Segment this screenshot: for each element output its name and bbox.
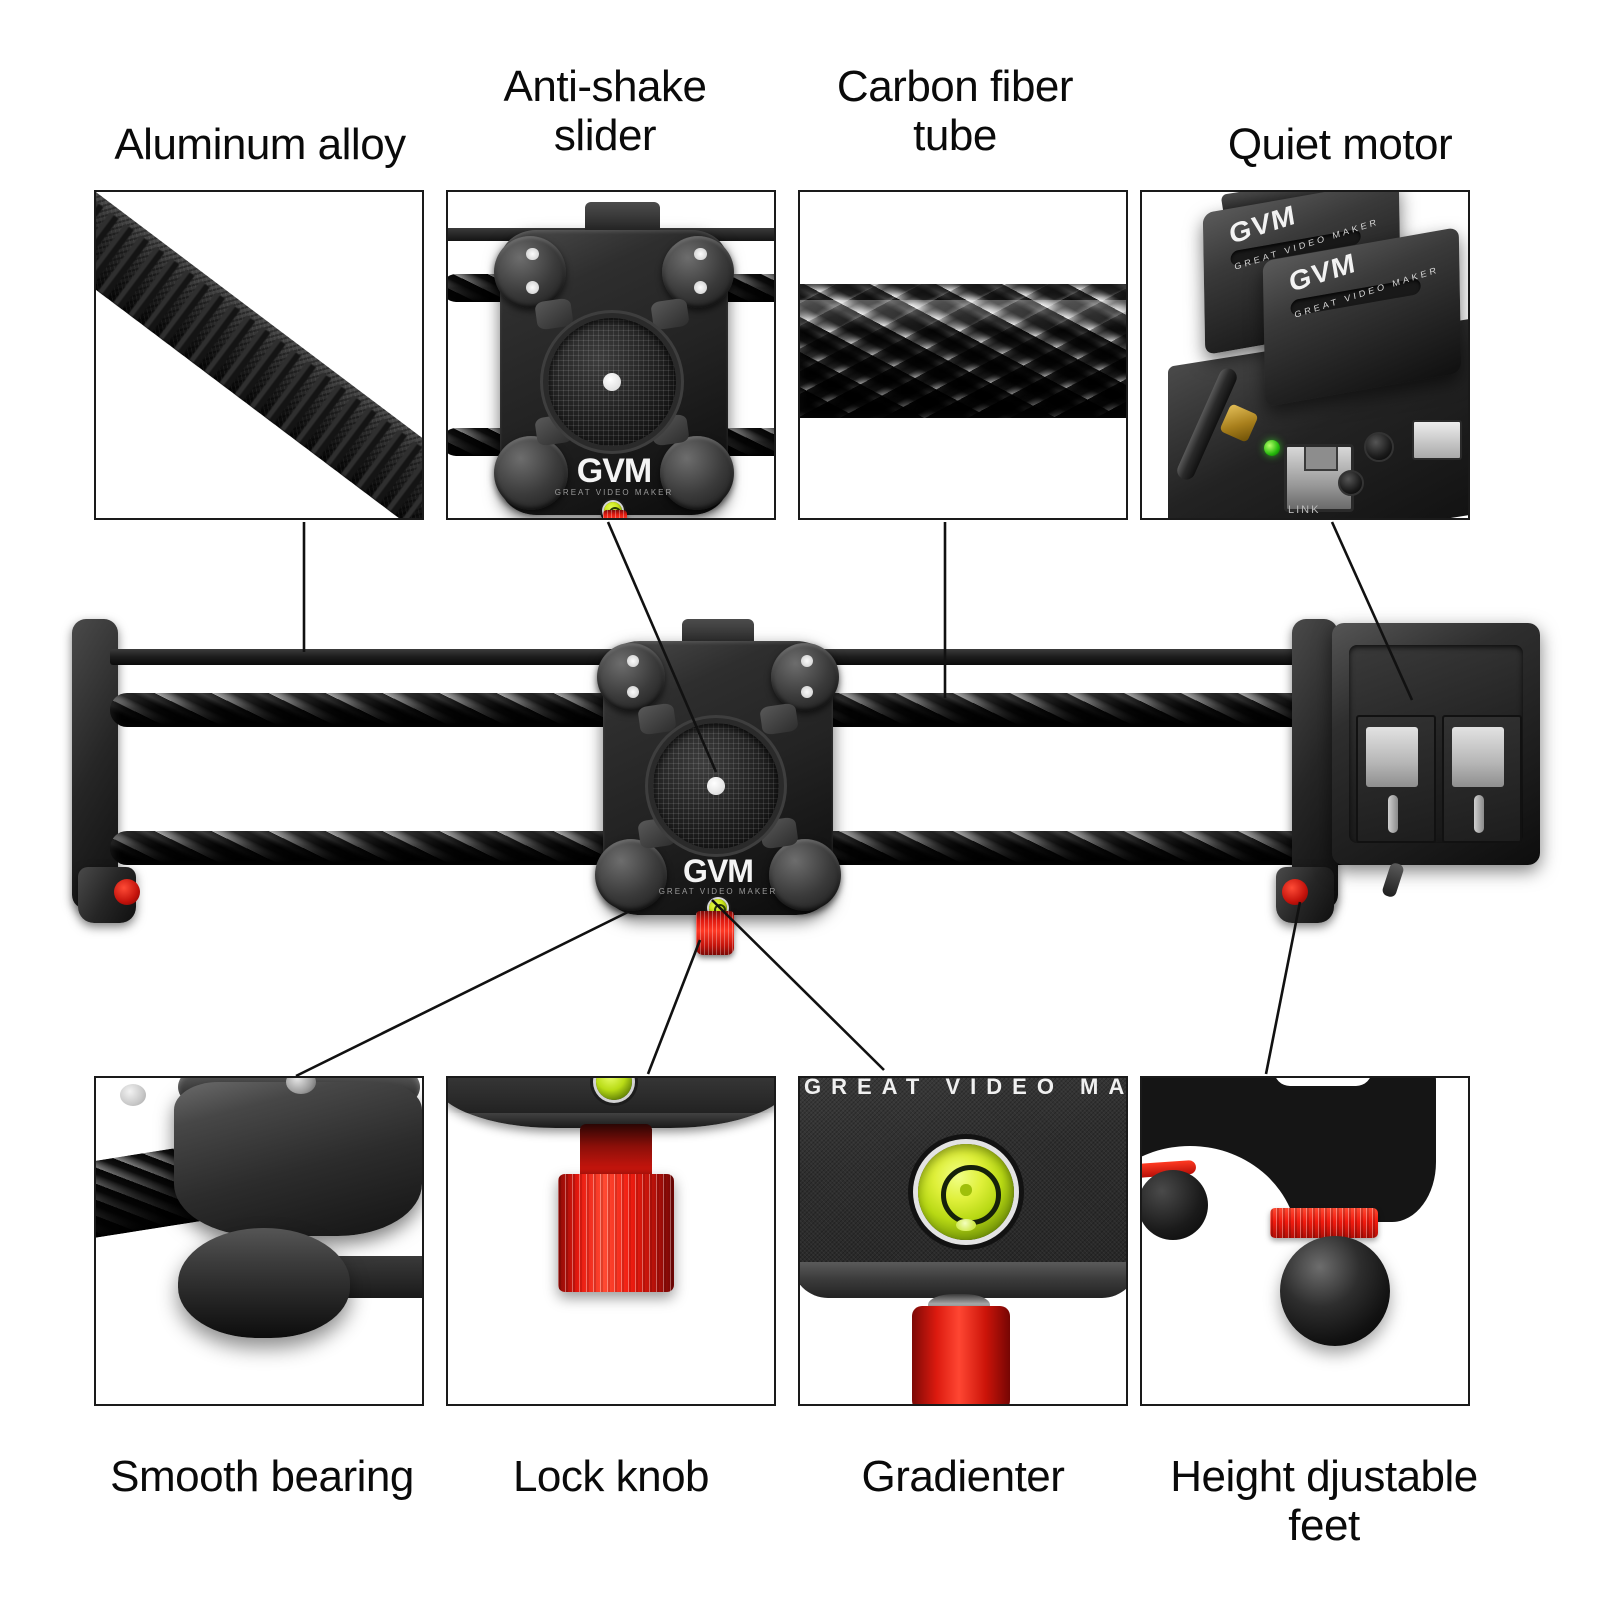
timing-belt-teeth — [96, 192, 422, 518]
carriage-wheel-top-right — [771, 643, 839, 711]
plate-bottom-edge — [800, 1262, 1126, 1298]
label-lock-knob: Lock knob — [512, 1452, 710, 1501]
label-smooth-bearing: Smooth bearing — [110, 1452, 414, 1501]
thumb-lock-knob-stub — [603, 510, 627, 518]
carriage-wheel-top-right — [662, 236, 734, 308]
thumb-lock-knob[interactable] — [446, 1076, 776, 1406]
carriage-mounting-disc — [548, 318, 676, 446]
carriage-wheel-top-left — [597, 643, 665, 711]
wheel-pin — [626, 654, 640, 667]
carriage-wheel-bottom-left — [595, 839, 667, 911]
carriage-brand-tagline: GREAT VIDEO MAKER — [658, 887, 778, 896]
thumb-aluminum-alloy[interactable] — [94, 190, 424, 520]
battery-rod-right — [1474, 795, 1484, 833]
carriage-mounting-disc — [653, 723, 779, 849]
battery-rod-left — [1388, 795, 1398, 833]
left-end-cap — [72, 619, 118, 909]
carriage-pad-top-right — [650, 297, 690, 331]
label-height-adjustable-feet: Height djustable feet — [1170, 1452, 1478, 1551]
level-bubble-highlight — [956, 1218, 976, 1232]
bearing-screw — [286, 1078, 316, 1094]
tube-gloss-highlight — [800, 300, 1126, 330]
carbon-fiber-tube — [800, 284, 1126, 418]
carriage-pad-top-left — [637, 702, 677, 736]
wheel-pin — [693, 280, 707, 294]
thumb-carriage: GVM GREAT VIDEO MAKER — [494, 230, 734, 518]
wheel-pin — [800, 685, 814, 699]
label-carbon-fiber-tube: Carbon fiber tube — [836, 62, 1074, 161]
thumb-height-adjustable-feet[interactable] — [1140, 1076, 1470, 1406]
power-jack-upper[interactable] — [1364, 432, 1394, 462]
main-slider-product: GVM GREAT VIDEO MAKER — [70, 615, 1540, 955]
wheel-pin — [626, 685, 640, 699]
foot-ball — [1280, 1236, 1390, 1346]
thumb-carbon-fiber-tube[interactable] — [798, 190, 1128, 520]
thumb-anti-shake-slider[interactable]: GVM GREAT VIDEO MAKER — [446, 190, 776, 520]
carriage-screw-hole — [603, 373, 621, 391]
leader-gradienter — [711, 899, 885, 1071]
leader-height-adjustable-feet — [1264, 901, 1302, 1075]
bracket-top-notch — [1274, 1078, 1372, 1086]
left-adjustable-foot — [114, 879, 140, 905]
bearing-housing — [174, 1082, 422, 1236]
gradienter-bubble-level — [918, 1144, 1014, 1240]
bearing-screw-secondary — [120, 1084, 146, 1106]
label-anti-shake-slider: Anti-shake slider — [503, 62, 707, 161]
carriage-screw-hole — [707, 777, 725, 795]
rj45-port-label: LINK — [1288, 504, 1321, 516]
carriage-wheel-bottom-right — [769, 839, 841, 911]
motor-housing — [1332, 623, 1540, 865]
wheel-pin — [800, 654, 814, 667]
carriage-wheel-bottom-left — [494, 436, 568, 510]
secondary-foot-ball — [1142, 1170, 1208, 1240]
wheel-pin — [525, 280, 539, 294]
carriage-brand-tagline: GREAT VIDEO MAKER — [554, 488, 674, 497]
leader-lock-knob — [646, 939, 702, 1075]
carriage-brand-logo: GVM — [683, 853, 754, 889]
main-lock-knob[interactable] — [696, 911, 734, 955]
gradienter-lock-knob[interactable] — [912, 1306, 1010, 1404]
battery-contact-left — [1366, 727, 1418, 787]
carriage-wheel-top-left — [494, 236, 566, 308]
thumb-quiet-motor[interactable]: GVM GREAT VIDEO MAKER GVM GREAT VIDEO MA… — [1140, 190, 1470, 520]
power-switch[interactable] — [1412, 420, 1462, 460]
label-aluminum-alloy: Aluminum alloy — [114, 120, 406, 169]
lock-knob-neck — [580, 1124, 652, 1180]
carriage-pad-top-right — [759, 702, 799, 736]
thumb-gradienter[interactable]: GREAT VIDEO MAKE — [798, 1076, 1128, 1406]
lock-knob-bubble-level — [596, 1078, 632, 1100]
wheel-pin — [693, 247, 707, 261]
main-carriage[interactable]: GVM GREAT VIDEO MAKER — [595, 641, 841, 917]
foot-adjust-ring[interactable] — [1270, 1208, 1378, 1238]
label-quiet-motor: Quiet motor — [1227, 120, 1453, 169]
leader-smooth-bearing — [295, 910, 629, 1078]
thumb-smooth-bearing[interactable] — [94, 1076, 424, 1406]
right-adjustable-foot — [1282, 879, 1308, 905]
power-jack-lower[interactable] — [1338, 470, 1364, 496]
status-led — [1264, 440, 1280, 456]
wheel-pin — [525, 247, 539, 261]
lock-knob-body[interactable] — [558, 1174, 674, 1292]
battery-contact-right — [1452, 727, 1504, 787]
carriage-wheel-bottom-right — [660, 436, 734, 510]
motor-antenna — [1381, 861, 1405, 899]
carriage-brand-logo: GVM — [576, 452, 652, 490]
label-gradienter: Gradienter — [861, 1452, 1065, 1501]
bearing-roller-wheel — [178, 1228, 350, 1338]
gradienter-brand-text: GREAT VIDEO MAKE — [804, 1076, 1126, 1099]
right-end-cap — [1292, 619, 1338, 909]
carriage-pad-top-left — [534, 297, 574, 331]
